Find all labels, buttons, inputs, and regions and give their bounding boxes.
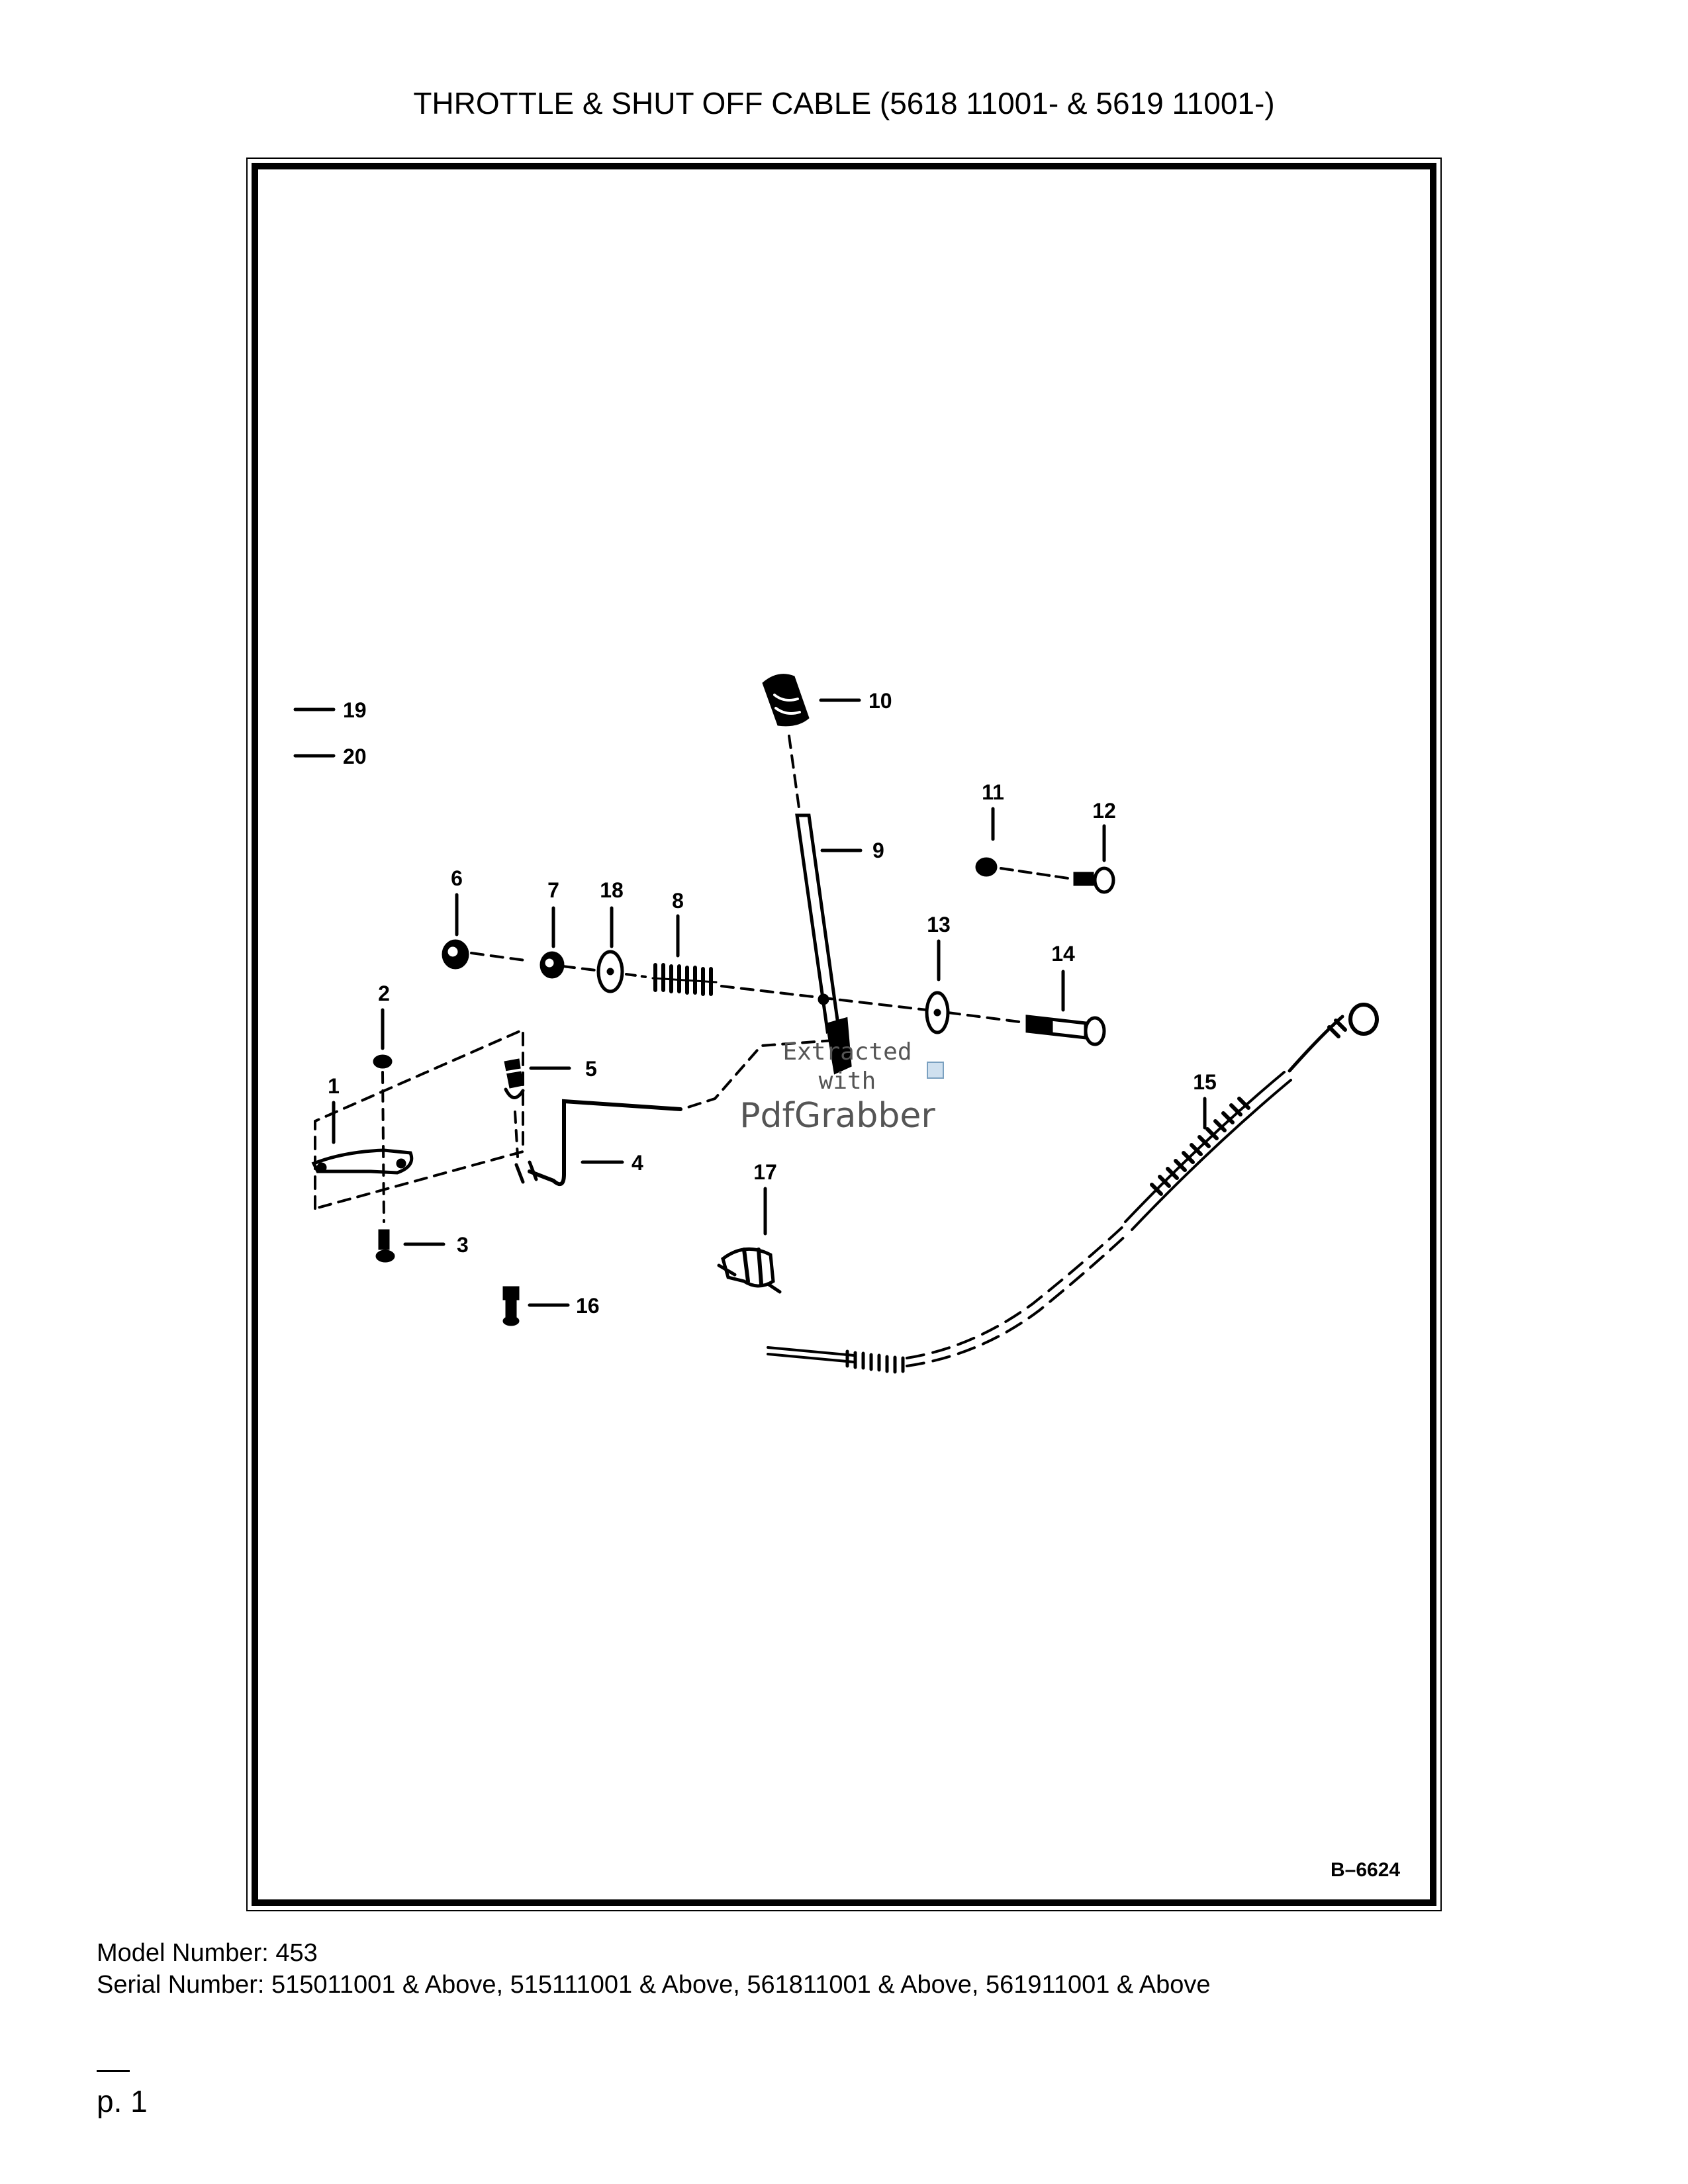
- part-13-washer: [925, 991, 950, 1034]
- callout-8: 8: [672, 889, 684, 913]
- watermark-brand: PdfGrabber: [708, 1096, 966, 1136]
- callout-11: 11: [982, 780, 1004, 804]
- part-16-bolt: [502, 1286, 520, 1326]
- page-number: p. 1: [97, 2084, 148, 2118]
- callout-18: 18: [600, 878, 624, 902]
- callout-6: 6: [451, 866, 463, 890]
- diagram-frame: [252, 163, 1436, 1906]
- callout-19: 19: [343, 698, 367, 722]
- callout-13: 13: [927, 913, 951, 936]
- callout-15: 15: [1193, 1070, 1217, 1094]
- part-4-rod: [514, 1099, 682, 1187]
- part-17-clamp: [717, 1247, 782, 1294]
- part-6-nut: [442, 939, 469, 970]
- part-11-nut: [975, 857, 998, 877]
- callout-20: 20: [343, 745, 367, 768]
- callout-2: 2: [378, 981, 390, 1005]
- watermark-brand-a: Pdf: [739, 1096, 794, 1136]
- callout-16: 16: [576, 1294, 600, 1318]
- page-title: THROTTLE & SHUT OFF CABLE (5618 11001- &…: [413, 86, 1275, 120]
- diagram-frame-outer: [246, 158, 1442, 1911]
- footer-rule: [97, 2070, 130, 2072]
- part-3-bolt: [375, 1229, 395, 1263]
- figure-code: B–6624: [1331, 1859, 1401, 1881]
- model-number: Model Number: 453: [97, 1939, 318, 1967]
- part-10-knob: [762, 674, 810, 727]
- watermark-line-1: Extracted: [782, 1038, 912, 1066]
- callout-12: 12: [1092, 799, 1116, 823]
- part-7-nut: [539, 951, 565, 979]
- watermark-logo-icon: [927, 1062, 944, 1079]
- callout-17: 17: [753, 1160, 777, 1184]
- watermark-brand-b: Grabber: [794, 1096, 935, 1136]
- callout-1: 1: [328, 1074, 340, 1098]
- callout-4: 4: [632, 1151, 643, 1175]
- part-18-washer: [596, 950, 624, 993]
- callout-10: 10: [868, 689, 892, 713]
- part-12-bolt: [1073, 866, 1115, 894]
- part-2-nut: [373, 1054, 393, 1069]
- part-5-clip: [504, 1058, 525, 1099]
- callout-14: 14: [1051, 942, 1075, 966]
- watermark-line-2: with: [818, 1068, 876, 1095]
- part-9-lever: [795, 813, 852, 1075]
- part-8-spring: [651, 963, 718, 996]
- callout-5: 5: [585, 1057, 597, 1081]
- callout-9: 9: [872, 839, 884, 862]
- serial-number: Serial Number: 515011001 & Above, 515111…: [97, 1971, 1211, 1999]
- part-14-bolt: [1025, 1015, 1106, 1046]
- part-1-bracket: [311, 1148, 414, 1175]
- callout-3: 3: [457, 1233, 469, 1257]
- callout-7: 7: [547, 878, 559, 902]
- part-15-cable: [767, 1003, 1379, 1374]
- watermark: Extracted with PdfGrabber: [728, 1038, 966, 1136]
